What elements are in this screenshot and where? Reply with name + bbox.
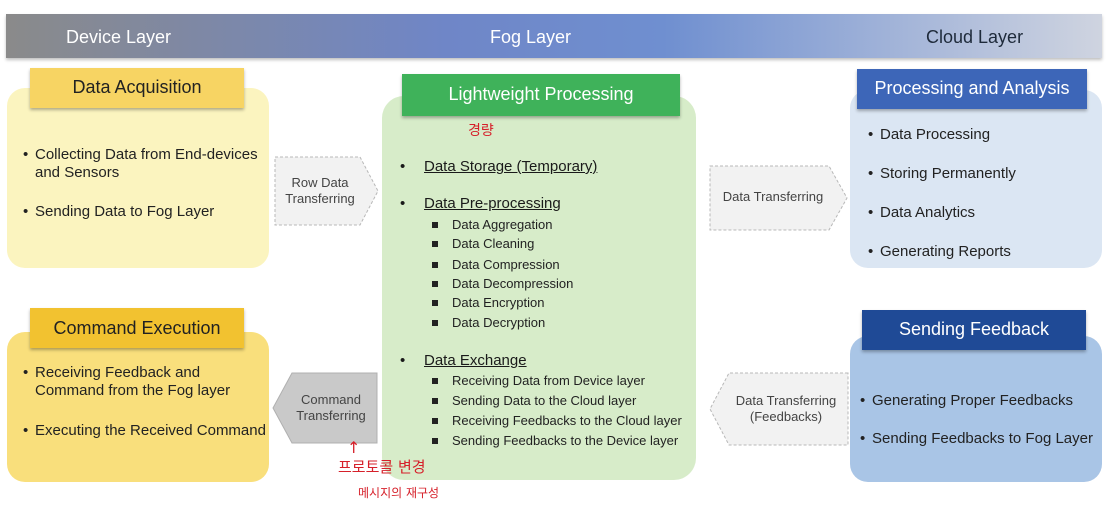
list-item: Receiving Feedbacks to the Cloud layer (432, 413, 682, 428)
list-item: Data Decompression (431, 276, 574, 291)
list-item: Receiving Data from Device layer (432, 373, 645, 388)
lightweight-processing-box: Data Storage (Temporary) Data Pre-proces… (382, 96, 696, 480)
fog-layer-label: Fog Layer (490, 27, 572, 47)
list-item: Data Decryption (431, 315, 546, 330)
processing-analysis-box: Data Processing Storing Permanently Data… (850, 90, 1102, 268)
list-item: Data Cleaning (431, 236, 535, 251)
list-item: Sending Data to the Cloud layer (431, 393, 637, 408)
row-data-label: Row Data Transferring (285, 175, 355, 206)
device-layer-label: Device Layer (66, 27, 172, 47)
sending-feedback-box: Generating Proper Feedbacks Sending Feed… (850, 336, 1102, 482)
data-exchange-heading: Data Exchange (400, 352, 526, 369)
data-transferring-label: Data Transferring (722, 189, 824, 204)
data-transferring-feedbacks-arrow: Data Transferring (Feedbacks) (709, 372, 849, 446)
list-item: Sending Feedbacks to the Device layer (431, 433, 679, 448)
left-arrow-shape (272, 372, 378, 444)
list-item: Sending Feedbacks to Fog Layer (860, 430, 1102, 448)
processing-analysis-bullets: Data Processing Storing Permanently Data… (868, 126, 1098, 261)
list-item: Sending Data to Fog Layer (23, 203, 267, 221)
processing-analysis-title: Processing and Analysis (857, 69, 1087, 109)
data-transferring-feedbacks-label: Data Transferring (Feedbacks) (735, 393, 837, 424)
handwritten-note-protocol: 프로토콜 변경 (338, 458, 426, 476)
list-item: Collecting Data from End-devices and Sen… (23, 146, 267, 182)
data-preprocessing-heading: Data Pre-processing (400, 195, 561, 212)
list-item: Data Encryption (432, 295, 545, 310)
command-execution-bullets: Receiving Feedback and Command from the … (23, 364, 267, 440)
command-transferring-label: Command Transferring (296, 392, 366, 423)
layer-header-band: Device Layer Fog Layer Cloud Layer (6, 14, 1102, 58)
right-arrow-shape (274, 156, 379, 226)
command-transferring-arrow: Command Transferring (272, 372, 378, 444)
list-item: Data Processing (868, 126, 1098, 144)
list-item: Executing the Received Command (23, 422, 267, 440)
list-item: Data Analytics (868, 204, 1098, 222)
right-arrow-shape (709, 165, 848, 231)
list-item: Storing Permanently (868, 165, 1098, 183)
data-acquisition-title: Data Acquisition (30, 68, 244, 108)
sending-feedback-bullets: Generating Proper Feedbacks Sending Feed… (860, 392, 1102, 448)
left-arrow-shape (709, 372, 849, 446)
list-item: Data Aggregation (431, 217, 553, 232)
list-item: Generating Reports (868, 243, 1098, 261)
up-arrow-icon: ↑ (347, 438, 361, 457)
list-item: Receiving Feedback and Command from the … (23, 364, 267, 400)
row-data-arrow: Row Data Transferring (274, 156, 380, 226)
cloud-layer-label: Cloud Layer (926, 27, 1024, 47)
list-item: Generating Proper Feedbacks (860, 392, 1102, 410)
command-execution-box: Receiving Feedback and Command from the … (7, 332, 269, 482)
data-acquisition-bullets: Collecting Data from End-devices and Sen… (23, 146, 267, 221)
handwritten-note-message: 메시지의 재구성 (358, 486, 440, 500)
command-execution-title: Command Execution (30, 308, 244, 348)
handwritten-note-lightweight: 경량 (468, 123, 494, 139)
lightweight-processing-title: Lightweight Processing (402, 74, 680, 116)
data-transferring-arrow: Data Transferring (709, 165, 849, 231)
sending-feedback-title: Sending Feedback (862, 310, 1086, 350)
list-item: Data Compression (432, 257, 560, 272)
data-acquisition-box: Collecting Data from End-devices and Sen… (7, 88, 269, 268)
data-storage-heading: Data Storage (Temporary) (400, 158, 597, 175)
